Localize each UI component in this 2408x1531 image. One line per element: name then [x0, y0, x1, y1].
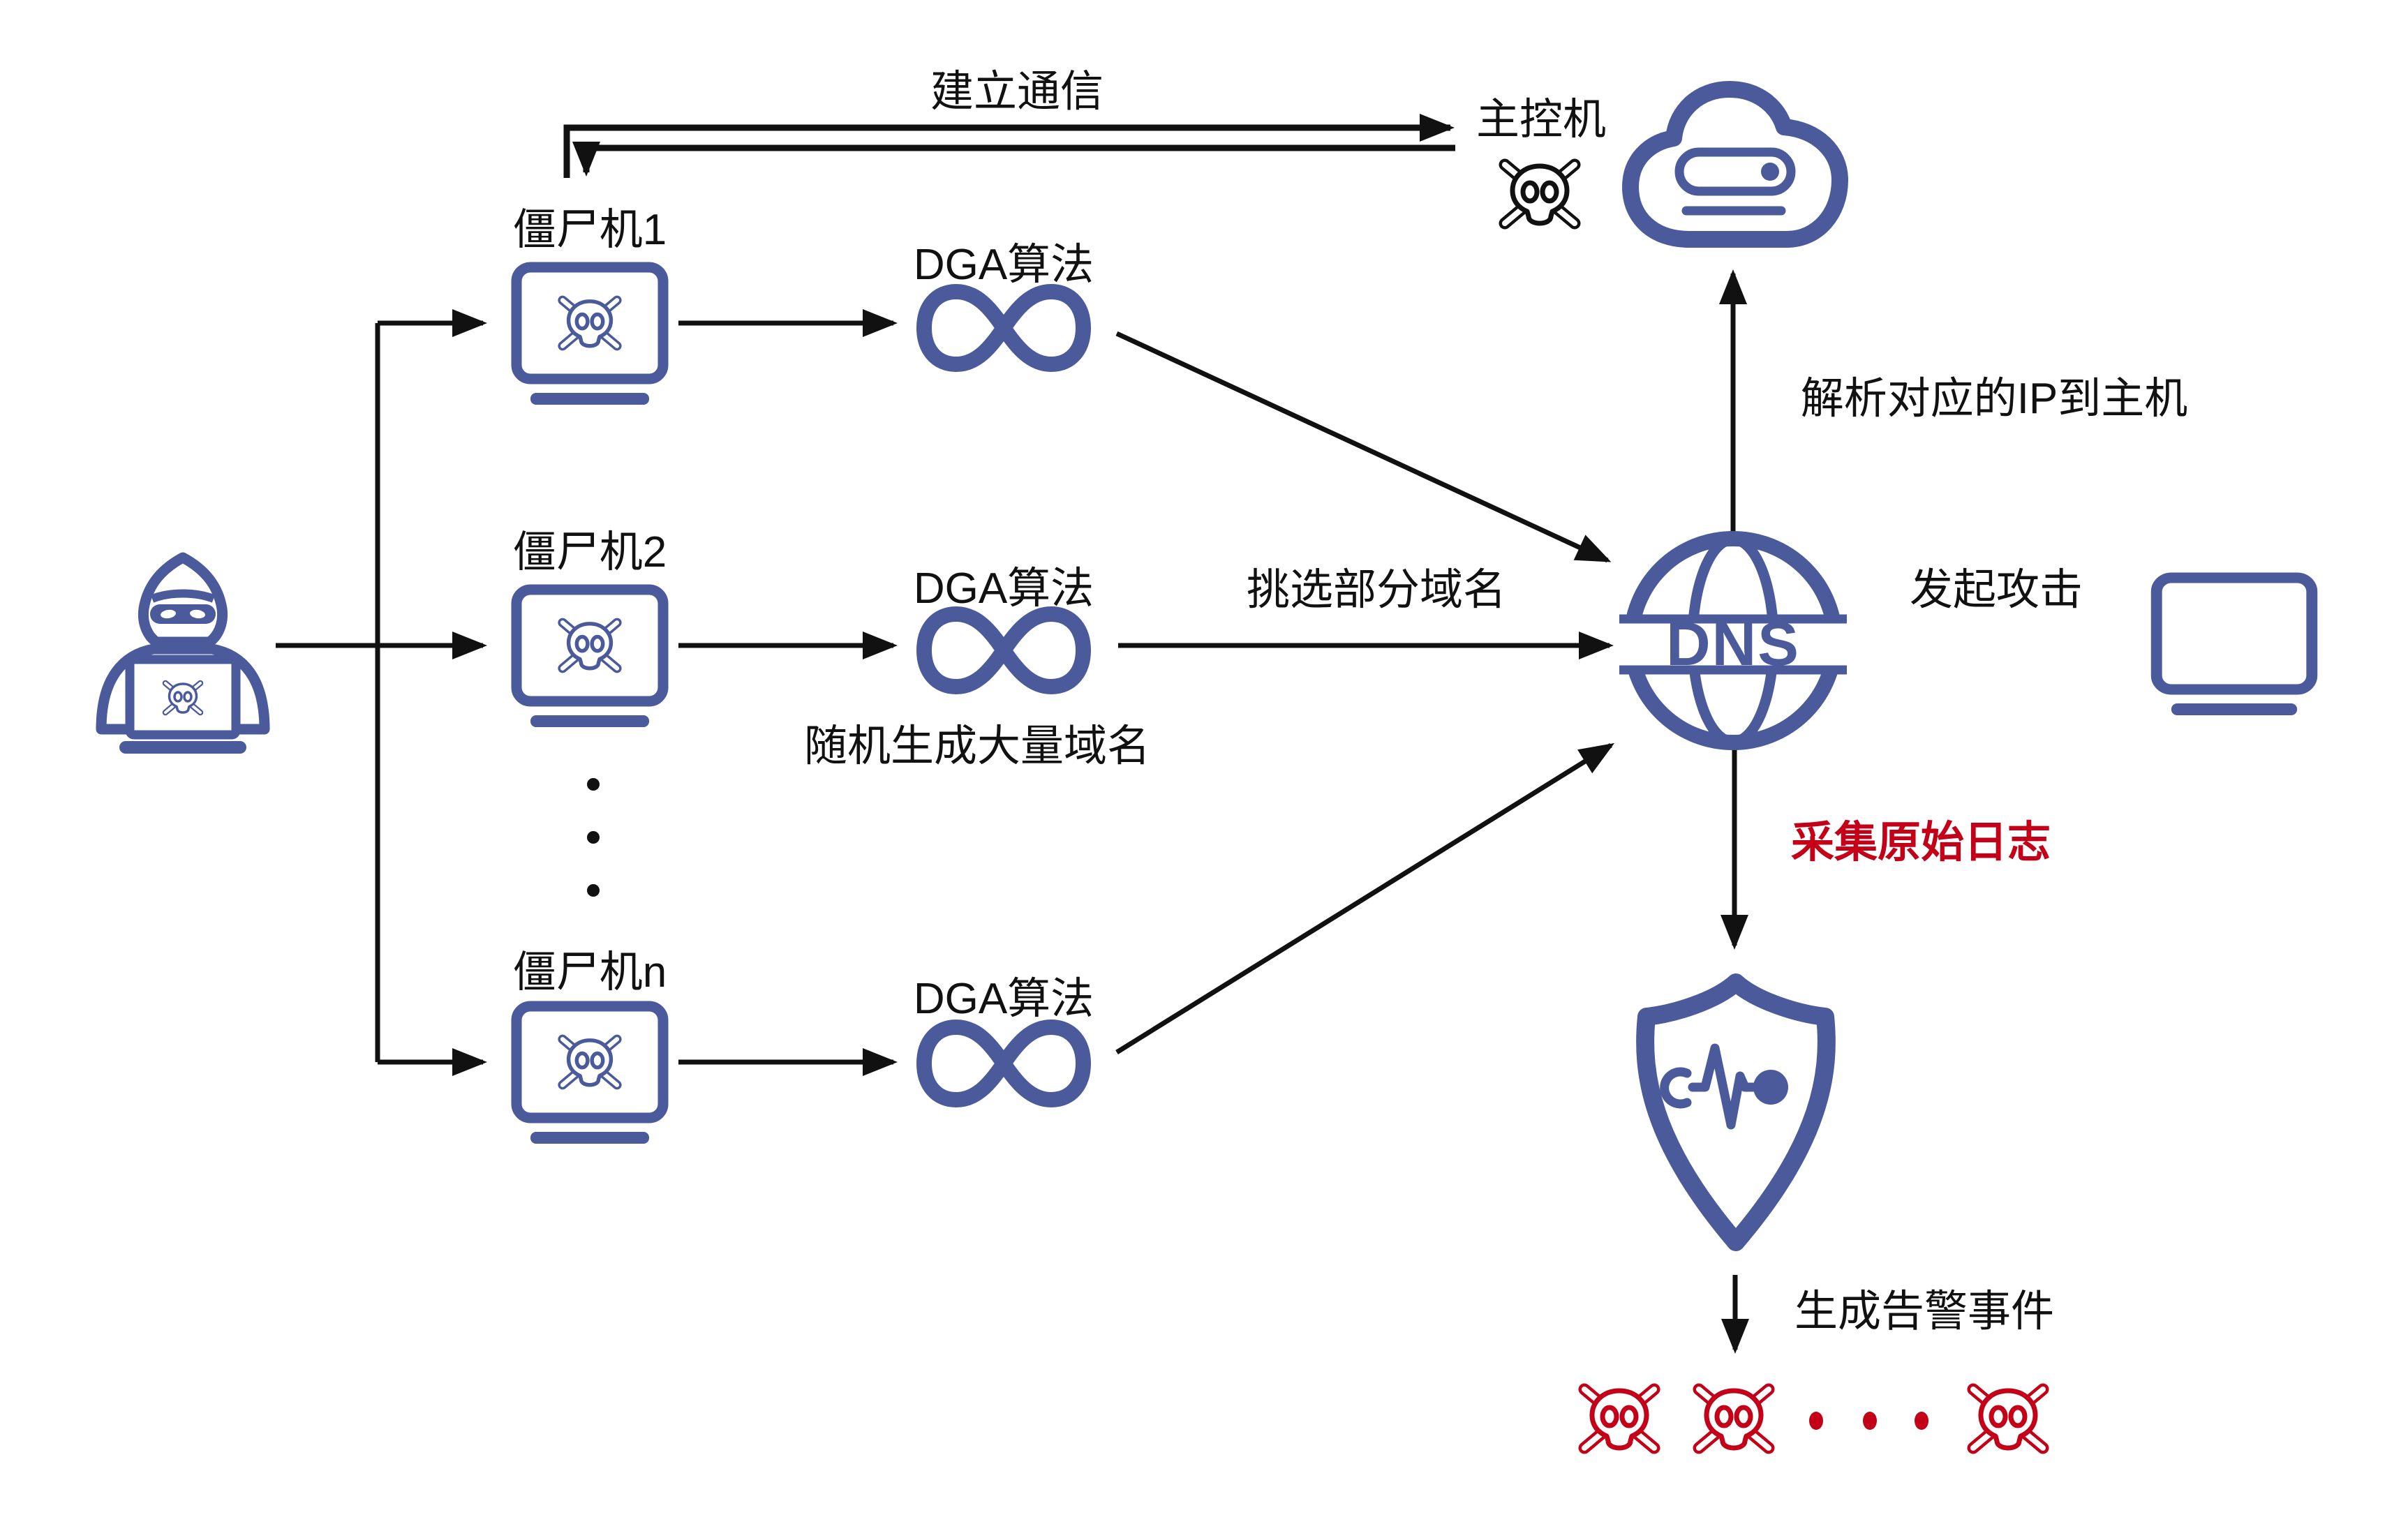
skull-icon [563, 300, 617, 346]
zombie-ellipsis [587, 778, 600, 897]
dga-n-infinity-icon [924, 1027, 1083, 1100]
laptop-skull-icon [165, 683, 200, 712]
label-attack: 发起攻击 [1910, 566, 2083, 614]
master-skull-icon [1505, 165, 1575, 223]
label-resolve-ip: 解析对应的IP到主机 [1801, 375, 2188, 423]
dga2-infinity-icon [924, 614, 1083, 687]
dns-label: DNS [1666, 609, 1800, 678]
label-dga-n: DGA算法 [914, 975, 1094, 1023]
label-pick-domains: 挑选部分域名 [1247, 566, 1506, 614]
skull-icon [563, 622, 617, 669]
attack-target-icon [2157, 578, 2312, 715]
label-establish-comm: 建立通信 [930, 68, 1103, 116]
label-zombie1: 僵尸机1 [513, 206, 667, 254]
zombie1-icon [516, 267, 663, 405]
cloud-server-icon [1622, 81, 1848, 248]
label-dga2: DGA算法 [914, 565, 1094, 613]
label-alert-events: 生成告警事件 [1794, 1287, 2054, 1336]
alert-ellipsis [1809, 1412, 1928, 1430]
label-zombie2: 僵尸机2 [513, 528, 667, 576]
dns-globe-icon: DNS [1618, 531, 1848, 750]
hacker-icon [96, 552, 270, 754]
edge-master-return [572, 142, 1455, 177]
label-collect-logs: 采集原始日志 [1791, 819, 2051, 867]
shield-icon [1636, 973, 1836, 1251]
alert-skull-icon-3 [1973, 1389, 2043, 1448]
edge-establish-comm [563, 114, 1455, 178]
alert-skull-icon-1 [1584, 1389, 1654, 1448]
label-random-domains: 随机生成大量域名 [804, 722, 1150, 770]
label-master: 主控机 [1476, 96, 1606, 144]
pulse-scan-glyph [1660, 1043, 1788, 1130]
alert-skull-icon-2 [1699, 1389, 1769, 1448]
skull-icon [563, 1039, 617, 1085]
label-zombie-n: 僵尸机n [513, 948, 667, 996]
zombie-n-icon [516, 1006, 663, 1144]
edge-dga1-to-dns [1115, 331, 1612, 563]
label-dga1: DGA算法 [914, 241, 1094, 289]
edge-dgan-to-dns [1115, 742, 1615, 1054]
zombie2-icon [516, 590, 663, 727]
dga1-infinity-icon [924, 292, 1083, 364]
edges [276, 114, 1749, 1354]
